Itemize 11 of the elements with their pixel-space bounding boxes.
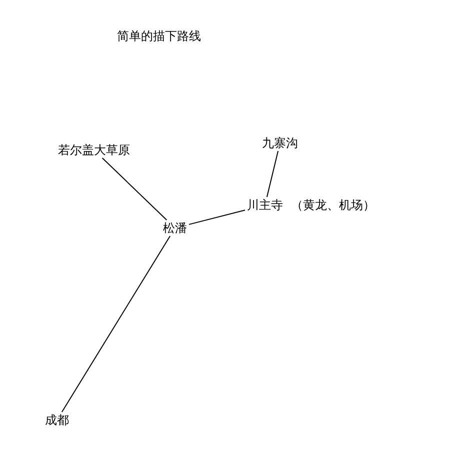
route-line — [61, 236, 171, 412]
place-label: 若尔盖大草原 — [56, 142, 132, 158]
route-line — [266, 150, 279, 198]
note: （黄龙、机场） — [290, 197, 376, 213]
place-label: 松潘 — [161, 220, 189, 236]
place-label: 九寨沟 — [260, 135, 300, 151]
place-label: 川主寺 — [245, 197, 285, 213]
title: 简单的描下路线 — [116, 28, 202, 44]
route-line — [102, 158, 168, 220]
route-line — [188, 210, 246, 225]
place-label: 成都 — [43, 412, 71, 428]
